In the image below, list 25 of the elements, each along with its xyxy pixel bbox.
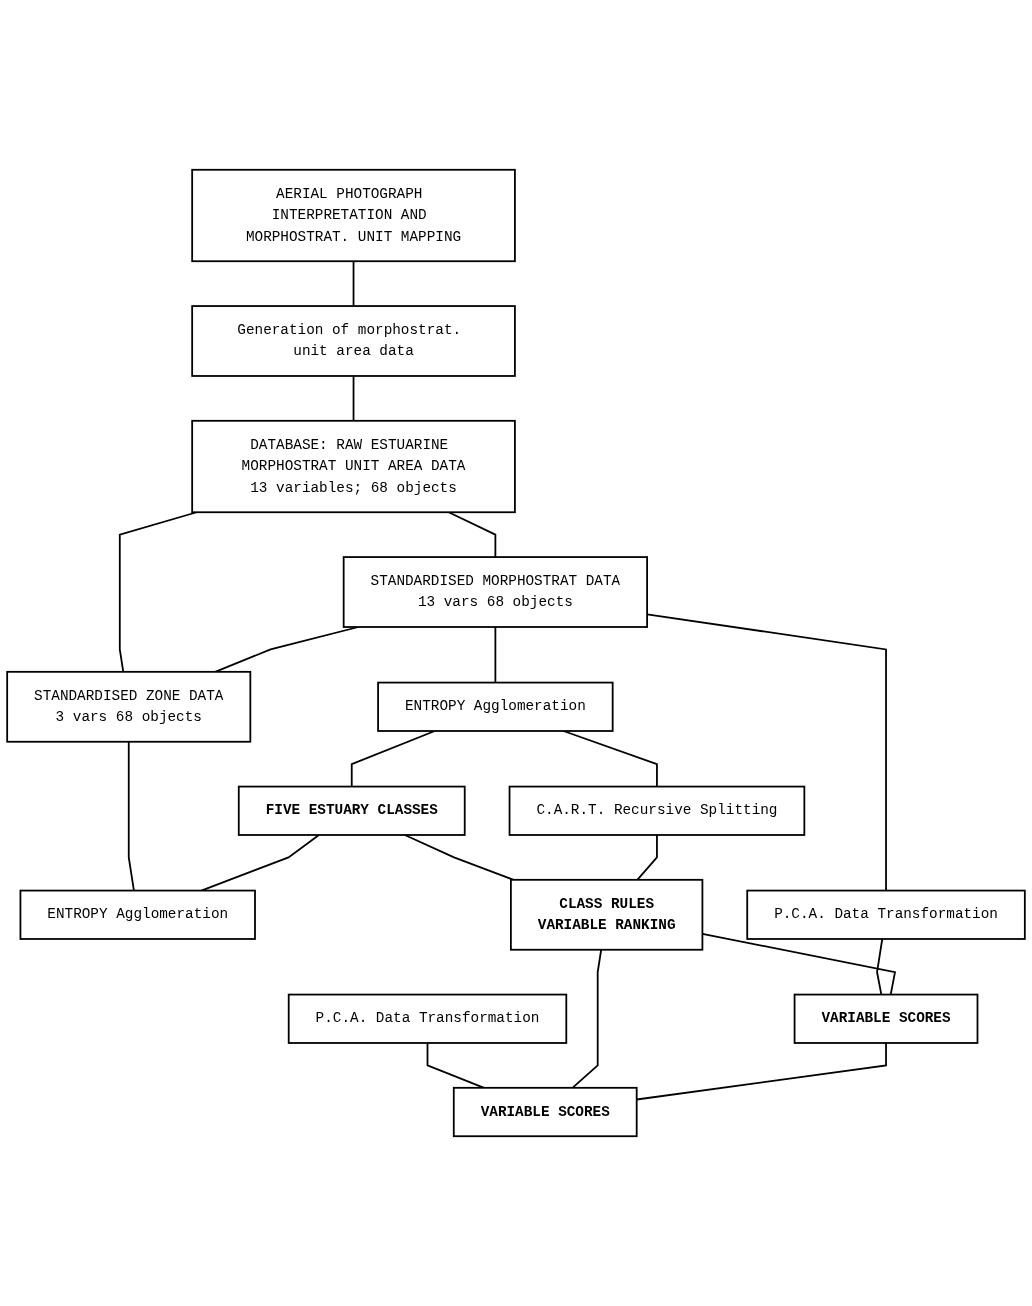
node-box: P.C.A. Data Transformation (287, 993, 568, 1044)
node-box: VARIABLE SCORES (793, 993, 979, 1044)
connector (352, 260, 355, 307)
connector (876, 938, 884, 996)
connector (118, 511, 198, 673)
connector (447, 511, 497, 558)
connector (636, 834, 658, 881)
connector (494, 626, 497, 684)
node-box: ENTROPY Agglomeration (19, 889, 256, 940)
node-box: DATABASE: RAW ESTUARINE MORPHOSTRAT UNIT AREA DATA 13 variables; 68 objects (191, 419, 516, 514)
node-box: Generation of morphostrat. unit area data (191, 305, 516, 377)
connector (127, 740, 135, 892)
node-box: FIVE ESTUARY CLASSES (237, 785, 466, 836)
connector (200, 834, 320, 892)
node-box: P.C.A. Data Transformation (746, 889, 1026, 940)
node-box: VARIABLE SCORES (452, 1086, 638, 1138)
connector (571, 948, 603, 1089)
connector (352, 375, 355, 422)
node-box: ENTROPY Agglomeration (377, 681, 614, 732)
node-box: CLASS RULES VARIABLE RANKING (510, 878, 704, 951)
connector (426, 1042, 485, 1089)
node-box: AERIAL PHOTOGRAPH INTERPRETATION AND MORPHOSTRAT. UNIT MAPPING (191, 168, 516, 263)
node-box: C.A.R.T. Recursive Splitting (508, 785, 806, 836)
node-box: STANDARDISED MORPHOSTRAT DATA 13 vars 68 objects (342, 556, 648, 628)
node-box: STANDARDISED ZONE DATA 3 vars 68 objects (6, 670, 252, 743)
